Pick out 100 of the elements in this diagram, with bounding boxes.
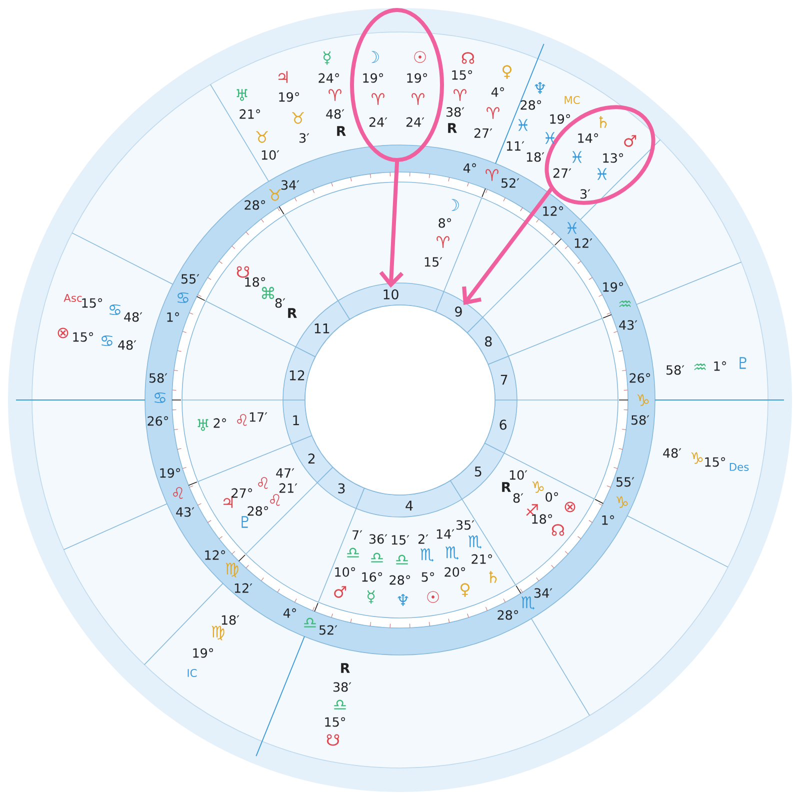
degree-label: 16° bbox=[362, 572, 382, 582]
degree-label: 10° bbox=[335, 567, 356, 577]
degree-label: 18° bbox=[245, 277, 265, 287]
zodiac-sign-glyph: ♑ bbox=[637, 394, 649, 406]
degree-label: 28° bbox=[248, 506, 268, 516]
degree-label: 15° bbox=[325, 717, 346, 727]
house-cell: 7 bbox=[488, 356, 518, 400]
house-cell: 4 bbox=[356, 480, 462, 518]
degree-label: 11′ bbox=[506, 141, 524, 151]
zodiac-sign-glyph: ♏ bbox=[468, 535, 482, 549]
degree-label: 55′ bbox=[616, 477, 634, 487]
degree-label: 3′ bbox=[300, 133, 310, 143]
degree-label: 3′ bbox=[580, 189, 590, 199]
degree-label: 19° bbox=[550, 114, 570, 124]
arrow bbox=[379, 160, 404, 288]
degree-label: 48′ bbox=[124, 312, 142, 322]
degree-label: 18′ bbox=[222, 615, 240, 625]
retrograde-mark: R bbox=[288, 308, 297, 318]
degree-label: 15′ bbox=[424, 257, 442, 267]
zodiac-sign-glyph: ♈ bbox=[436, 236, 450, 248]
planet-glyph: ⌘ bbox=[262, 286, 274, 300]
zodiac-sign-glyph: ♎ bbox=[334, 700, 346, 710]
zodiac-sign-glyph: ♏ bbox=[420, 548, 434, 562]
degree-label: 4° bbox=[491, 87, 504, 97]
zodiac-sign-glyph: ♋ bbox=[102, 336, 112, 346]
hand-drawn-loop bbox=[350, 8, 444, 162]
planet-glyph: ☿ bbox=[323, 51, 331, 65]
zodiac-sign-glyph: ♉ bbox=[292, 112, 304, 124]
degree-label: 48′ bbox=[118, 340, 136, 350]
planet-glyph: ♆ bbox=[534, 82, 546, 94]
planet-glyph: ♆ bbox=[398, 594, 408, 606]
zodiac-sign-glyph: ♏ bbox=[521, 596, 535, 610]
planet-glyph: ♇ bbox=[242, 516, 248, 528]
degree-label: 35′ bbox=[456, 520, 474, 530]
zodiac-sign-glyph: ♎ bbox=[347, 548, 359, 558]
degree-label: 21° bbox=[472, 554, 492, 564]
zodiac-sign-glyph: ♈ bbox=[486, 107, 500, 119]
degree-label: 19° bbox=[193, 648, 213, 658]
zodiac-sign-glyph: ♓ bbox=[545, 132, 555, 144]
degree-label: 34′ bbox=[534, 588, 552, 598]
zodiac-sign-glyph: ♒ bbox=[694, 363, 706, 370]
degree-label: 1° bbox=[167, 312, 179, 322]
planet-glyph: ☊ bbox=[462, 52, 474, 64]
planet-glyph: ♇ bbox=[740, 357, 746, 369]
degree-label: 0° bbox=[546, 492, 558, 502]
degree-label: 2° bbox=[214, 418, 226, 428]
degree-label: 28° bbox=[390, 575, 410, 585]
zodiac-sign-glyph: ♐ bbox=[526, 504, 538, 516]
degree-label: 10′ bbox=[510, 470, 528, 480]
degree-label: 13° bbox=[603, 153, 624, 163]
planet-glyph: ♂ bbox=[624, 135, 636, 147]
degree-label: 10′ bbox=[262, 150, 280, 160]
degree-label: 14′ bbox=[436, 529, 454, 539]
planet-glyph: ♀ bbox=[502, 65, 512, 79]
zodiac-sign-glyph: ♌ bbox=[270, 494, 280, 506]
degree-label: 43′ bbox=[619, 320, 638, 330]
planet-glyph: ♃ bbox=[278, 71, 288, 83]
degree-label: 12° bbox=[205, 550, 225, 560]
zodiac-sign-glyph: ♑ bbox=[691, 452, 703, 464]
degree-label: 19° bbox=[160, 468, 180, 478]
zodiac-sign-glyph: ♌ bbox=[258, 477, 268, 489]
planet-glyph: ♂ bbox=[334, 586, 346, 598]
degree-label: 58′ bbox=[666, 365, 684, 375]
degree-label: 15° bbox=[705, 457, 726, 467]
degree-label: 48′ bbox=[663, 448, 682, 458]
degree-label: 26° bbox=[630, 373, 650, 383]
degree-label: 1° bbox=[714, 361, 726, 371]
degree-label: 7′ bbox=[352, 530, 362, 540]
zodiac-sign-glyph: ♑ bbox=[616, 496, 628, 508]
degree-label: 19° bbox=[363, 73, 384, 83]
zodiac-sign-glyph: ♌ bbox=[237, 414, 247, 426]
degree-label: 12′ bbox=[574, 238, 592, 248]
degree-label: 4° bbox=[463, 163, 476, 173]
degree-label: 24′ bbox=[369, 117, 388, 127]
angle-label: IC bbox=[188, 668, 197, 678]
degree-label: 8′ bbox=[513, 493, 524, 503]
zodiac-sign-glyph: ♓ bbox=[597, 168, 607, 180]
degree-label: 24° bbox=[318, 73, 339, 83]
degree-label: 18° bbox=[532, 514, 552, 524]
planet-glyph: ☽ bbox=[452, 199, 459, 211]
degree-label: 52′ bbox=[502, 178, 520, 188]
zodiac-sign-glyph: ♏ bbox=[445, 546, 459, 560]
zodiac-sign-glyph: ♎ bbox=[304, 618, 316, 628]
arrow bbox=[462, 187, 553, 305]
angle-label: Des bbox=[730, 463, 749, 471]
retrograde-mark: R bbox=[341, 663, 350, 673]
degree-label: 24′ bbox=[406, 117, 424, 127]
house-cell: 8 bbox=[466, 316, 509, 365]
degree-label: 26° bbox=[148, 416, 168, 426]
zodiac-sign-glyph: ♓ bbox=[567, 222, 577, 234]
planet-glyph: ☋ bbox=[326, 734, 340, 746]
degree-label: 38′ bbox=[333, 682, 352, 692]
degree-label: 28° bbox=[244, 200, 265, 210]
degree-label: 15′ bbox=[392, 535, 410, 545]
degree-label: 2′ bbox=[418, 534, 428, 544]
house-cell: 9 bbox=[435, 291, 484, 334]
planet-glyph: ☽ bbox=[372, 51, 379, 63]
planet-glyph: ☋ bbox=[236, 266, 250, 278]
degree-label: 1° bbox=[602, 515, 614, 525]
degree-label: 17′ bbox=[250, 412, 268, 422]
